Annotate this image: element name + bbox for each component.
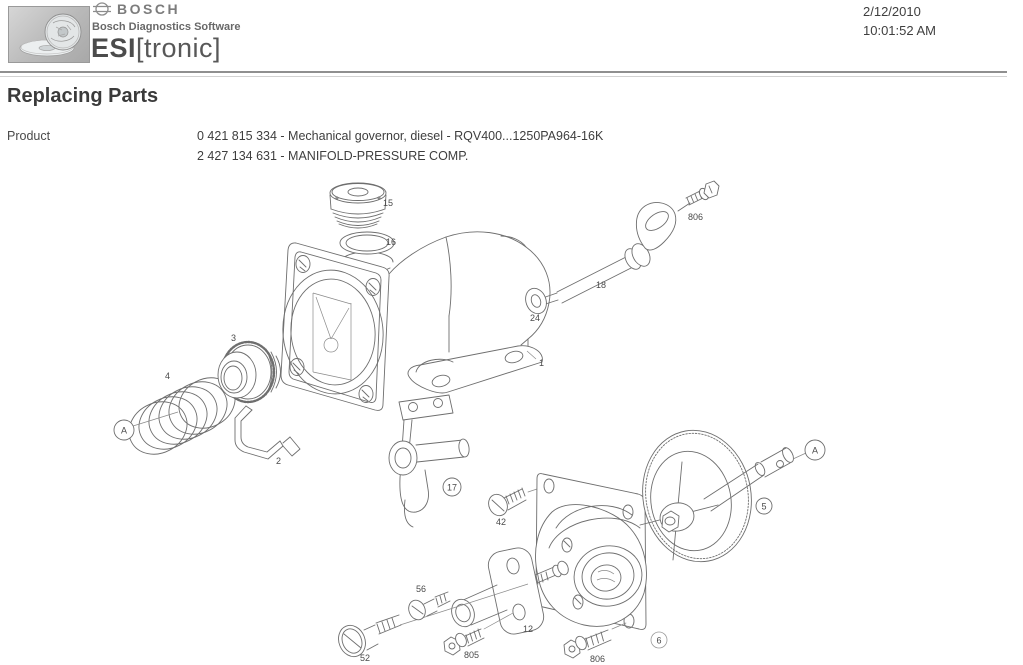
part-56-screw — [408, 591, 451, 621]
callout-circle-17: 17 — [442, 477, 462, 497]
part-label-16: 16 — [386, 237, 396, 247]
part-label-17: 17 — [447, 483, 457, 493]
part-label-6: 6 — [656, 636, 661, 646]
esitronic-logo-rest: [tronic] — [136, 33, 222, 63]
part-label-4: 4 — [165, 371, 170, 381]
brand-row: BOSCH — [92, 1, 180, 17]
flange-inner-mechanism — [312, 292, 352, 381]
flange-corner-holes — [289, 255, 381, 403]
print-date: 2/12/2010 — [863, 4, 921, 19]
part-42-screw — [488, 485, 547, 517]
part-label-42: 42 — [496, 517, 506, 527]
product-label: Product — [7, 129, 51, 143]
pump-front-body — [527, 504, 647, 627]
bosch-armature-icon — [93, 2, 111, 16]
part-24-washer — [525, 287, 547, 315]
part-15-plug — [329, 182, 387, 229]
product-line-2: 2 427 134 631 - MANIFOLD-PRESSURE COMP. — [197, 149, 469, 163]
software-box-image — [8, 6, 90, 63]
part-label-24: 24 — [530, 313, 540, 323]
part-label-12: 12 — [523, 624, 533, 634]
part-label-806-bottom: 806 — [590, 654, 605, 664]
part-16-oring — [339, 231, 395, 255]
part-17-bracket — [388, 394, 470, 528]
part-2-clip — [234, 405, 301, 460]
part-5-disc-assembly — [639, 429, 794, 563]
print-time: 10:01:52 AM — [863, 23, 936, 38]
view-label-a-left: A — [121, 426, 127, 436]
housing-foot-flange — [407, 345, 543, 394]
part-12-fitting — [451, 547, 545, 635]
part-label-18: 18 — [596, 280, 606, 290]
part-label-56: 56 — [416, 584, 426, 594]
discs-illustration — [19, 13, 82, 57]
part-label-3: 3 — [231, 333, 236, 343]
view-marker-a-left: A — [113, 411, 179, 441]
leader-line-1 — [526, 350, 537, 360]
part-52-screw — [338, 614, 402, 658]
page-title: Replacing Parts — [7, 85, 159, 107]
esitronic-logo: ESI[tronic] — [91, 33, 221, 64]
part-label-52: 52 — [360, 653, 370, 663]
header-divider — [0, 71, 1007, 77]
part-label-1: 1 — [539, 358, 544, 368]
callout-circle-6: 6 — [650, 631, 668, 649]
part-label-15: 15 — [383, 198, 393, 208]
brand-tagline: Bosch Diagnostics Software — [92, 21, 241, 33]
part-805-bolt — [443, 612, 514, 656]
part-3-bushing — [217, 340, 281, 404]
part-806-bolt-bottom — [563, 622, 627, 659]
product-line-1: 0 421 815 334 - Mechanical governor, die… — [197, 129, 604, 143]
part-label-806-top: 806 — [688, 212, 703, 222]
view-label-a-right: A — [812, 446, 818, 456]
part-806-bolt-top — [685, 180, 720, 206]
part-label-805: 805 — [464, 650, 479, 660]
callout-circle-5: 5 — [755, 497, 773, 515]
part-label-5: 5 — [761, 502, 766, 512]
housing-front-flange — [280, 242, 390, 411]
part-18-shaft — [528, 202, 691, 309]
view-marker-a-right: A — [792, 439, 826, 461]
datetime-block: 2/12/2010 10:01:52 AM — [863, 2, 936, 40]
esitronic-logo-bold: ESI — [91, 33, 137, 63]
part-label-2: 2 — [276, 456, 281, 466]
brand-wordmark: BOSCH — [117, 1, 181, 17]
